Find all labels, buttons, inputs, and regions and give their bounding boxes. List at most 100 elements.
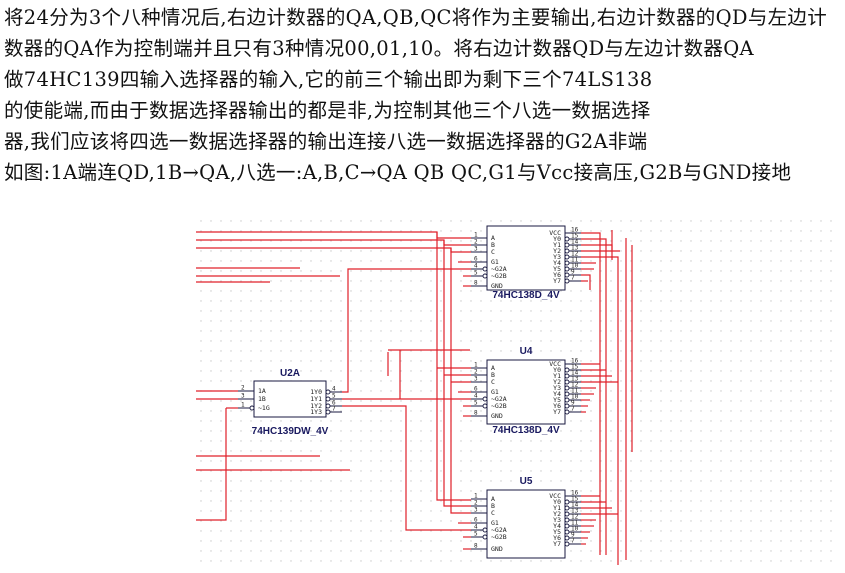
wire	[342, 268, 471, 393]
pin-label: Y3	[553, 516, 561, 524]
pin-number: 10	[571, 526, 579, 533]
chip-body	[253, 380, 327, 418]
pin-number: 8	[474, 410, 478, 417]
pin-number: 16	[571, 358, 579, 365]
pin-number: 1	[474, 232, 478, 239]
pin-label: B	[491, 502, 495, 510]
wire	[581, 238, 607, 555]
inverter-bubble	[564, 266, 570, 272]
pin-label: Y0	[553, 366, 561, 374]
pin-number: 5	[474, 400, 478, 407]
pin-number: 2	[474, 369, 478, 376]
handwritten-notes: 将24分为3个八种情况后,右边计数器的QA,QB,QC将作为主要输出,右边计数器…	[4, 2, 840, 188]
note-line: 器,我们应该将四选一数据选择器的输出连接八选一数据选择器的G2A非端	[4, 130, 648, 153]
inverter-bubble	[564, 242, 570, 248]
inverter-bubble	[564, 391, 570, 397]
pin-label: 1Y0	[310, 388, 322, 396]
pin-label: Y7	[553, 540, 561, 548]
wire-layer	[196, 230, 633, 565]
pin-number: 3	[474, 246, 478, 253]
chip-designator: U5	[520, 476, 533, 487]
pin-label: Y1	[553, 504, 561, 512]
inverter-bubble	[325, 396, 331, 402]
inverter-bubble	[482, 266, 488, 272]
pin-label: GND	[491, 412, 503, 420]
inverter-bubble	[564, 236, 570, 242]
inverter-bubble	[564, 379, 570, 385]
pin-number: 13	[571, 508, 579, 515]
pin-number: 4	[474, 524, 478, 531]
note-line: 做74HC139四输入选择器的输入,它的前三个输出即为剩下三个74LS138	[4, 68, 653, 91]
inverter-bubble	[564, 409, 570, 415]
wire	[443, 240, 471, 507]
inverter-bubble	[564, 529, 570, 535]
inverter-bubble	[564, 535, 570, 541]
pin-number: 9	[571, 400, 575, 407]
pin-number: 15	[571, 233, 579, 240]
pin-label: ~G2A	[491, 526, 507, 534]
pin-label: 1A	[258, 387, 266, 395]
pin-label: Y6	[553, 534, 561, 542]
inverter-bubble	[564, 511, 570, 517]
pin-label: Y6	[553, 271, 561, 279]
inverter-bubble	[564, 505, 570, 511]
pin-number: 2	[474, 239, 478, 246]
pin-number: 4	[332, 386, 336, 393]
pin-label: Y2	[553, 510, 561, 518]
pin-number: 9	[571, 532, 575, 539]
pin-number: 10	[571, 394, 579, 401]
chip-body	[486, 225, 566, 291]
pin-label: ~1G	[258, 404, 270, 412]
pin-label: ~G2A	[491, 395, 507, 403]
pin-number: 3	[474, 507, 478, 514]
inverter-bubble	[564, 499, 570, 505]
chip-part-number: 74HC138D_4V	[492, 425, 560, 436]
pin-number: 12	[571, 382, 579, 389]
pin-number: 14	[571, 239, 579, 246]
pin-label: ~G2B	[491, 402, 507, 410]
pin-number: 8	[474, 543, 478, 550]
pin-label: 1Y3	[310, 408, 322, 416]
pin-number: 3	[474, 376, 478, 383]
pin-number: 14	[571, 502, 579, 509]
pin-number: 4	[474, 393, 478, 400]
pin-number: 11	[571, 520, 579, 527]
pin-label: B	[491, 241, 495, 249]
pin-label: ~G2B	[491, 272, 507, 280]
pin-number: 5	[474, 531, 478, 538]
wire	[436, 232, 471, 501]
pin-label: 1Y2	[310, 402, 322, 410]
inverter-bubble	[564, 373, 570, 379]
pin-number: 5	[474, 270, 478, 277]
pin-label: ~G2A	[491, 265, 507, 273]
inverter-bubble	[325, 409, 331, 415]
wire	[342, 405, 471, 531]
pin-number: 6	[332, 400, 336, 407]
pin-label: C	[491, 509, 495, 517]
pin-number: 9	[571, 269, 575, 276]
pin-label: G1	[491, 388, 499, 396]
pin-number: 14	[571, 370, 579, 377]
pin-number: 13	[571, 245, 579, 252]
pin-number: 6	[474, 386, 478, 393]
inverter-bubble	[564, 260, 570, 266]
pin-label: Y4	[553, 259, 561, 267]
inverter-bubble	[482, 403, 488, 409]
pin-number: 11	[571, 388, 579, 395]
pin-label: A	[491, 495, 495, 503]
inverter-bubble	[564, 278, 570, 284]
pin-number: 12	[571, 514, 579, 521]
pin-label: Y2	[553, 378, 561, 386]
chip-body	[486, 489, 566, 559]
wire	[581, 274, 591, 290]
wire	[450, 248, 471, 514]
inverter-bubble	[482, 273, 488, 279]
pin-number: 2	[474, 500, 478, 507]
inverter-bubble	[325, 389, 331, 395]
pin-label: Y6	[553, 402, 561, 410]
inverter-bubble	[564, 523, 570, 529]
